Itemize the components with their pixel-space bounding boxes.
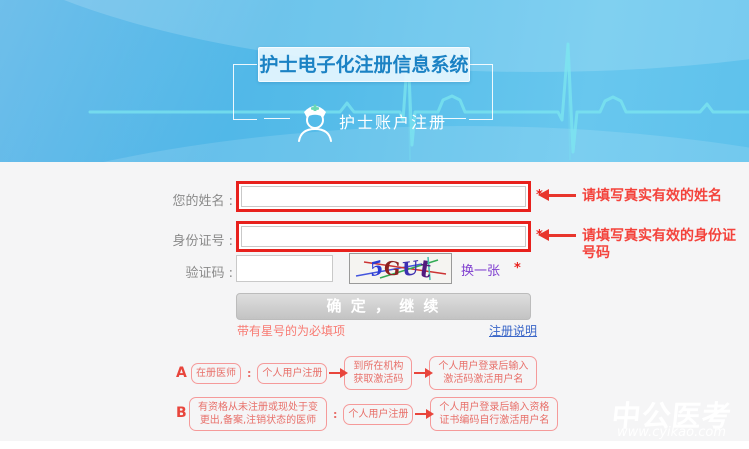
flow-a-who-box: 在册医师 [191,362,241,384]
subtitle: 护士账户注册 [339,113,448,132]
flow-b-key: B [176,405,187,421]
submit-button[interactable]: 确 定 ， 继 续 [236,293,531,320]
captcha-image[interactable]: 5 G U t [349,253,452,284]
id-annotation: 请填写真实有效的身份证号码 [582,228,736,261]
id-input[interactable] [241,226,526,247]
name-annotation-arrow-icon [538,189,576,201]
page-title: 护士电子化注册信息系统 [258,47,470,82]
id-label: 身份证号 : [172,234,233,249]
id-input-highlight [236,221,531,252]
flow-a: 在册医师 : 个人用户注册 到所在机构获取激活码 个人用户登录后输入激活码激活用… [191,355,538,391]
register-help-link[interactable]: 注册说明 [489,324,538,338]
captcha-label: 验证码 : [185,266,233,281]
captcha-letter: 5 [369,255,384,282]
decor-line-left [264,118,290,119]
captcha-refresh-link[interactable]: 换一张 [461,264,501,279]
flow-a-step2-box: 到所在机构获取激活码 [344,356,413,390]
captcha-required-asterisk: * [514,261,521,276]
required-note: 带有星号的为必填项 [237,324,346,338]
flow-b-colon: : [333,407,338,421]
flow-a-step3-box: 个人用户登录后输入激活码激活用户名 [429,356,538,390]
decor-bracket-left [233,64,257,120]
captcha-letter: G [383,256,402,281]
captcha-letter: U [402,256,419,281]
header-banner: 护士电子化注册信息系统 护士账户注册 [0,0,749,162]
flow-a-step1-box: 个人用户注册 [257,362,328,384]
decor-line-right [432,118,466,119]
flow-b-who-box: 有资格从未注册或现处于变更出,备案,注销状态的医师 [189,397,327,431]
arrow-right-icon [414,368,434,378]
name-label: 您的姓名 : [172,194,233,209]
id-annotation-arrow-icon [538,229,576,241]
arrow-right-icon [329,368,349,378]
nurse-icon [298,104,332,142]
name-input[interactable] [241,186,526,207]
flow-a-colon: : [247,366,252,380]
watermark-url: www.cyikao.com [617,425,726,440]
decor-bracket-right [469,64,493,120]
arrow-right-icon [415,409,435,419]
flow-b-step2-box: 个人用户登录后输入资格证书编码自行激活用户名 [430,397,559,431]
captcha-input[interactable] [236,255,333,282]
flow-b: 有资格从未注册或现处于变更出,备案,注销状态的医师 : 个人用户注册 个人用户登… [189,394,559,434]
name-input-highlight [236,181,531,212]
name-annotation: 请填写真实有效的姓名 [582,188,722,204]
flow-a-key: A [176,365,187,381]
flow-b-step1-box: 个人用户注册 [343,403,414,425]
